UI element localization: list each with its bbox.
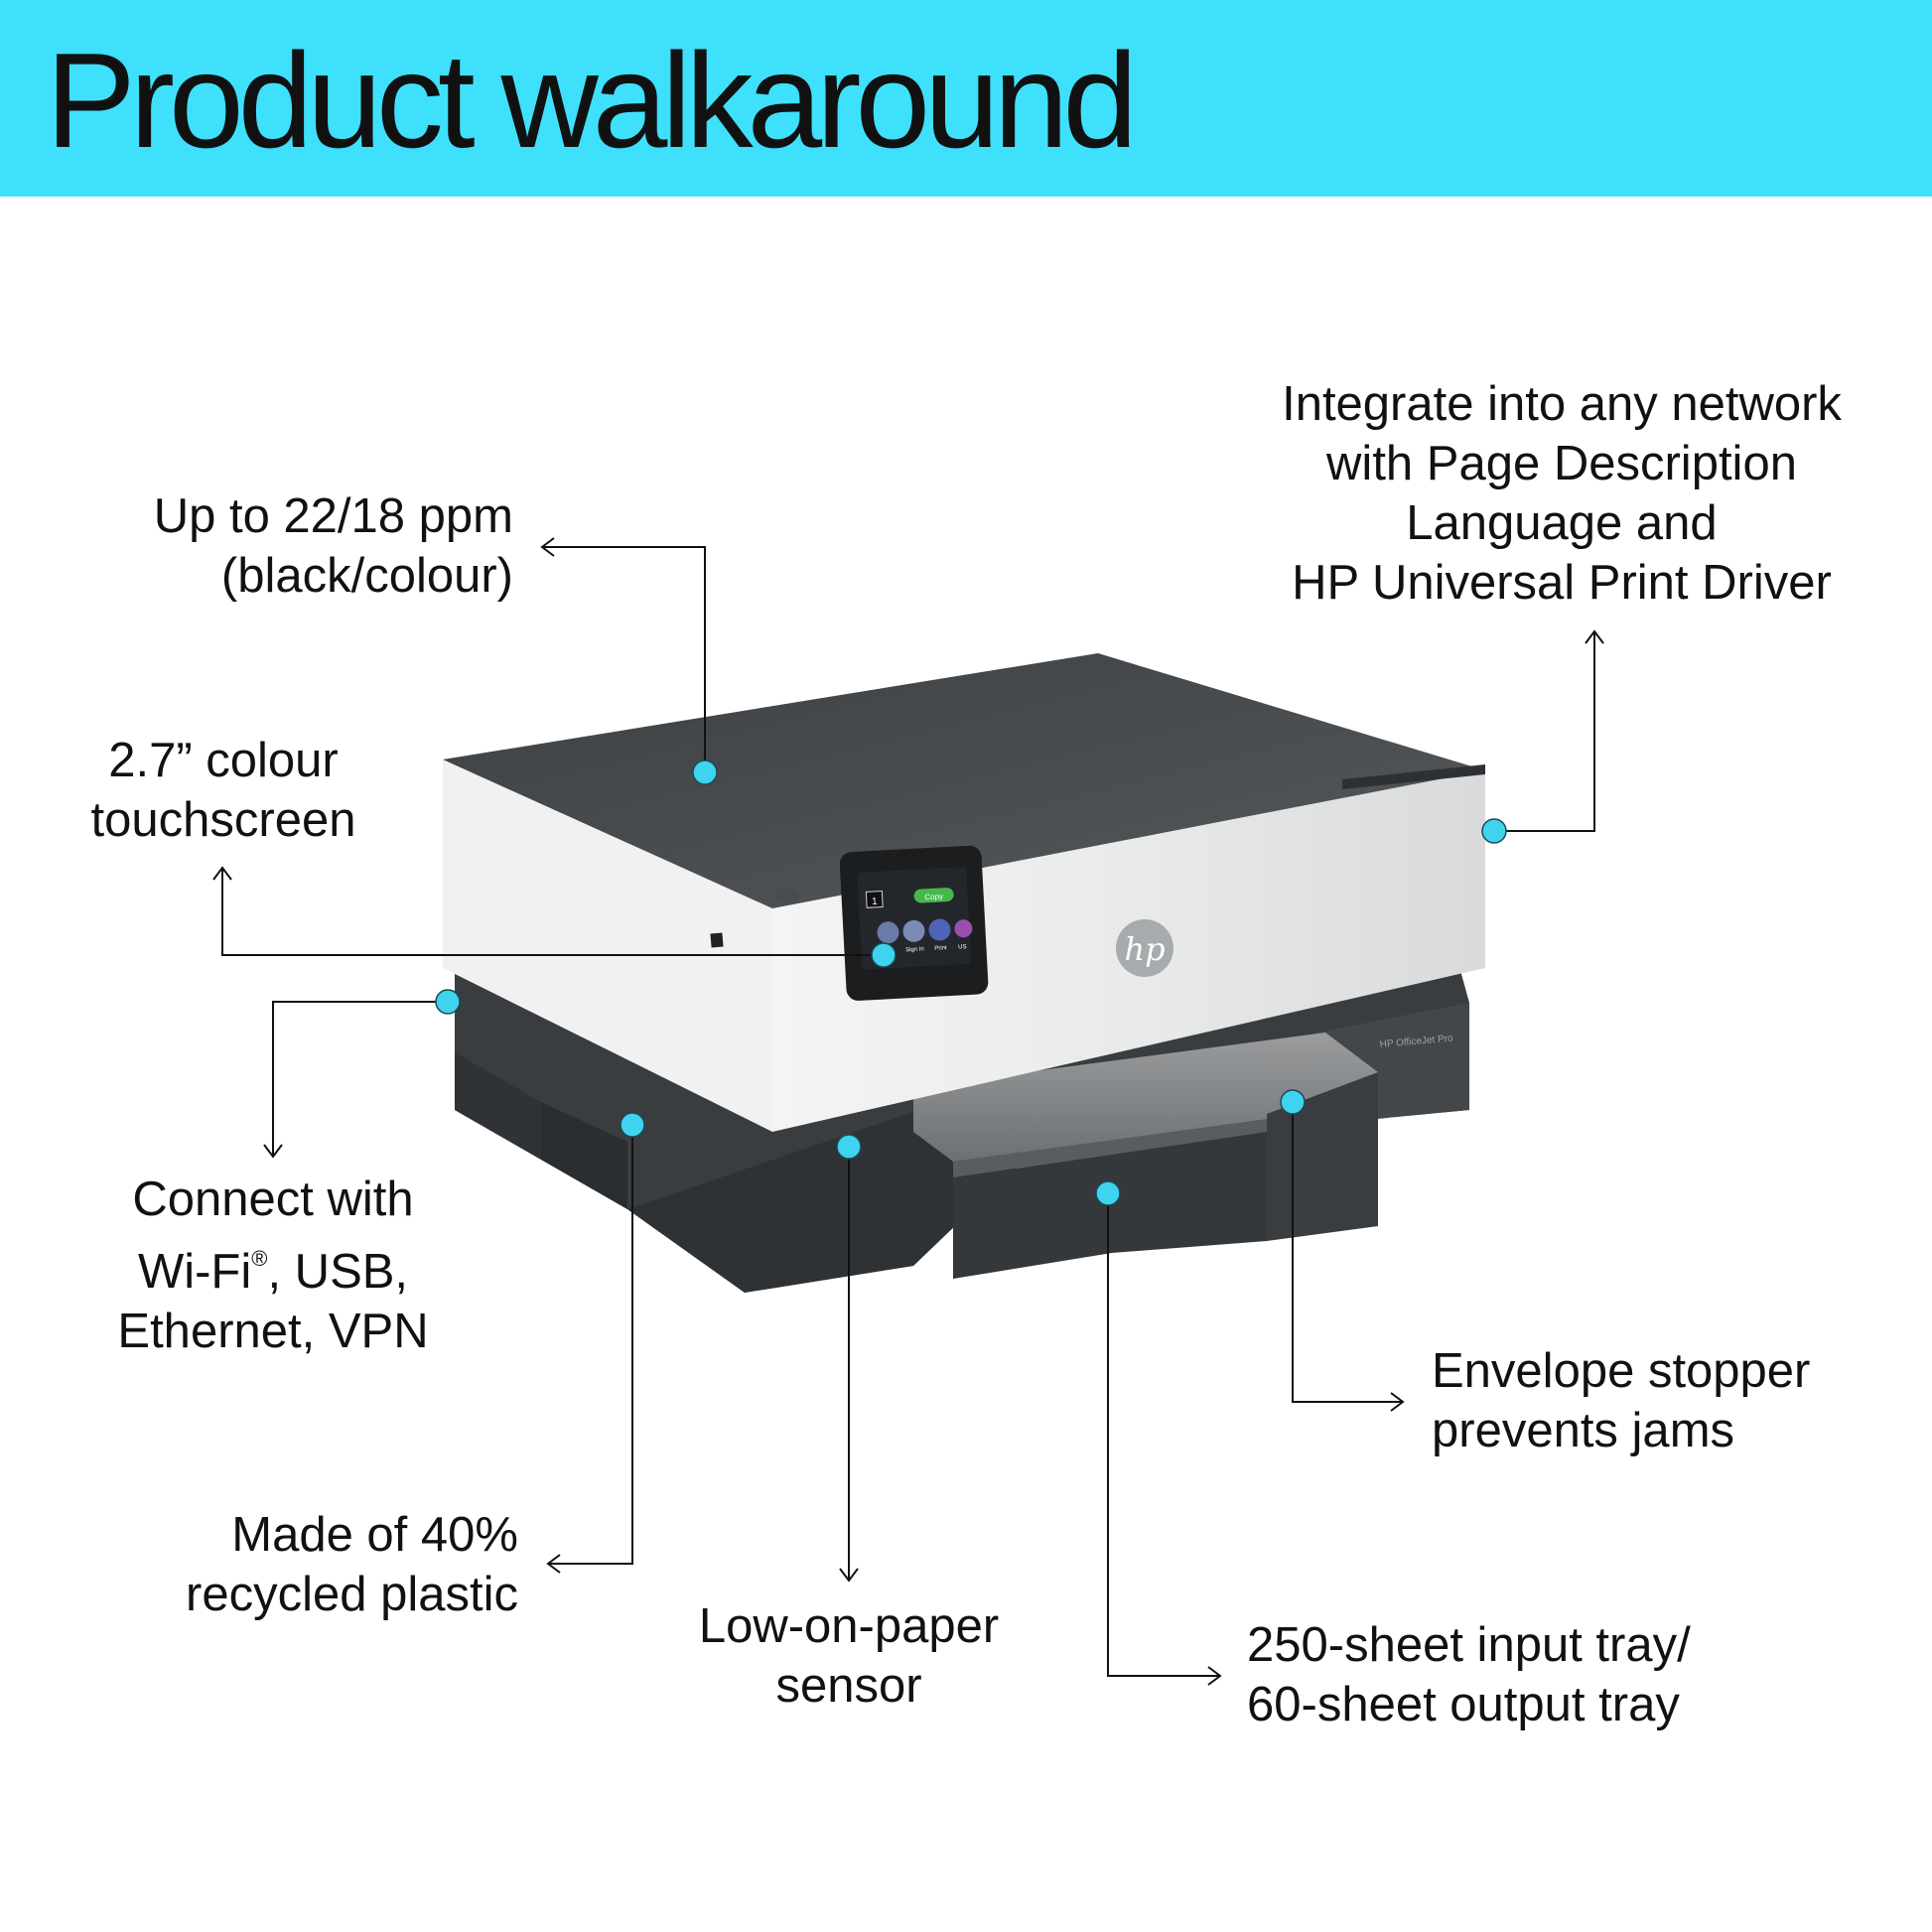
svg-text:US: US (958, 944, 967, 950)
callout-speed: Up to 22/18 ppm (black/colour) (154, 486, 513, 606)
marker-touchscreen (871, 942, 897, 968)
callout-sensor-line-2: sensor (775, 1659, 922, 1713)
callout-recycled: Made of 40% recycled plastic (186, 1505, 518, 1624)
svg-text:Sign In: Sign In (905, 946, 924, 953)
output-tray (913, 1033, 1378, 1279)
callout-envelope: Envelope stopper prevents jams (1432, 1341, 1810, 1460)
svg-text:Copy: Copy (924, 892, 943, 901)
leader-speed (542, 546, 706, 772)
callout-sensor-line-1: Low-on-paper (698, 1599, 1000, 1653)
touchscreen: 1 Copy Sign In Print US (839, 845, 989, 1001)
hp-logo: hp (1116, 919, 1173, 977)
marker-recycled (620, 1112, 645, 1138)
callout-recycled-line-1: Made of 40% (231, 1508, 518, 1562)
callout-network-line-1: Integrate into any network (1282, 377, 1842, 431)
callout-envelope-line-2: prevents jams (1432, 1404, 1735, 1457)
callout-trays: 250-sheet input tray/ 60-sheet output tr… (1247, 1615, 1691, 1734)
callout-connectivity-line-3: Ethernet, VPN (117, 1305, 429, 1358)
callout-connectivity: Connect with Wi-Fi®, USB, Ethernet, VPN (89, 1170, 457, 1361)
leader-recycled (548, 1125, 633, 1565)
callout-markers (435, 759, 1507, 1206)
callout-trays-line-1: 250-sheet input tray/ (1247, 1618, 1691, 1672)
page-title: Product walkaround (46, 25, 1138, 176)
callout-envelope-line-1: Envelope stopper (1432, 1344, 1811, 1398)
marker-trays (1095, 1180, 1121, 1206)
leader-network (1494, 631, 1595, 832)
leader-lines (212, 537, 1604, 1686)
leader-trays (1107, 1193, 1220, 1677)
callout-connectivity-line-2: Wi-Fi®, USB, (89, 1229, 457, 1302)
callout-speed-line-2: (black/colour) (220, 549, 513, 603)
marker-envelope (1280, 1089, 1306, 1115)
callout-sensor: Low-on-paper sensor (655, 1596, 1042, 1716)
svg-text:1: 1 (872, 897, 879, 907)
callout-network-line-3: Language and (1406, 496, 1718, 550)
callout-connectivity-line-1: Connect with (132, 1173, 414, 1226)
marker-network (1481, 818, 1507, 844)
leader-envelope (1292, 1102, 1403, 1403)
callout-trays-line-2: 60-sheet output tray (1247, 1678, 1680, 1731)
printer-body (443, 653, 1485, 1132)
marker-sensor (836, 1134, 862, 1160)
svg-text:hp: hp (1124, 930, 1165, 968)
leader-touchscreen (221, 868, 884, 956)
callout-network-line-2: with Page Description (1326, 437, 1797, 490)
callout-touchscreen: 2.7” colour touchscreen (60, 731, 387, 850)
callout-speed-line-1: Up to 22/18 ppm (153, 489, 513, 543)
callout-touchscreen-line-1: 2.7” colour (108, 734, 339, 787)
callout-network-line-4: HP Universal Print Driver (1292, 556, 1832, 610)
marker-speed (692, 759, 718, 785)
wifi-text: Wi-Fi (137, 1245, 252, 1299)
callout-network: Integrate into any network with Page Des… (1249, 374, 1874, 613)
registered-mark: ® (251, 1246, 268, 1271)
header-band (0, 0, 1932, 197)
usb-text: , USB, (267, 1245, 409, 1299)
leader-connectivity (272, 1001, 448, 1157)
callout-recycled-line-2: recycled plastic (186, 1568, 518, 1621)
marker-connectivity (435, 989, 461, 1015)
svg-text:Print: Print (934, 945, 947, 952)
callout-touchscreen-line-2: touchscreen (90, 793, 356, 847)
